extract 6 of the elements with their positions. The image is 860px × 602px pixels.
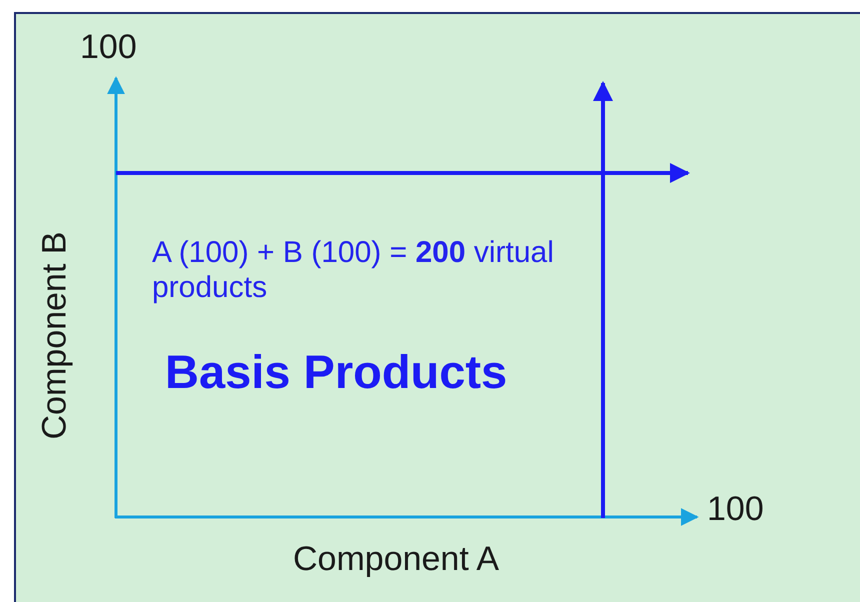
heading-text: Basis Products — [165, 345, 508, 400]
axis-title: Component A — [293, 540, 500, 580]
axis-title: Component B — [35, 231, 74, 439]
formula-text: A (100) + B (100) = 200 virtual products — [152, 236, 555, 305]
axis-tick-label: 100 — [80, 28, 137, 68]
axis-tick-label: 100 — [707, 490, 764, 530]
